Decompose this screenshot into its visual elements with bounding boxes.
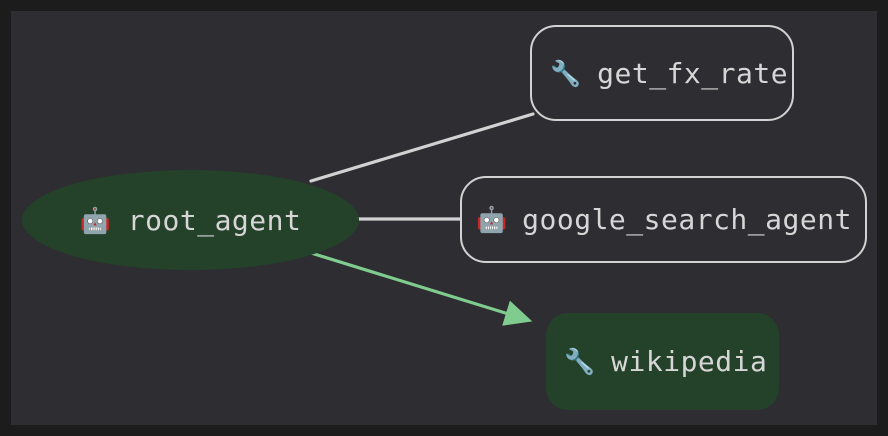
wrench-icon: 🔧 [550, 58, 582, 88]
graph-node-label: wikipedia [611, 345, 768, 378]
robot-icon: 🤖 [476, 205, 508, 234]
graph-node-wikipedia[interactable]: 🔧 wikipedia [546, 313, 779, 410]
graph-node-label: get_fx_rate [597, 56, 789, 90]
graph-node-label: google_search_agent [522, 203, 852, 236]
robot-icon: 🤖 [79, 205, 111, 235]
graph-node-get-fx-rate[interactable]: 🔧 get_fx_rate [530, 25, 794, 121]
graph-node-google-search-agent[interactable]: 🤖 google_search_agent [460, 176, 867, 263]
graph-node-label: root_agent [127, 203, 302, 237]
graph-node-root-agent[interactable]: 🤖 root_agent [22, 170, 359, 270]
wrench-icon: 🔧 [564, 347, 596, 376]
